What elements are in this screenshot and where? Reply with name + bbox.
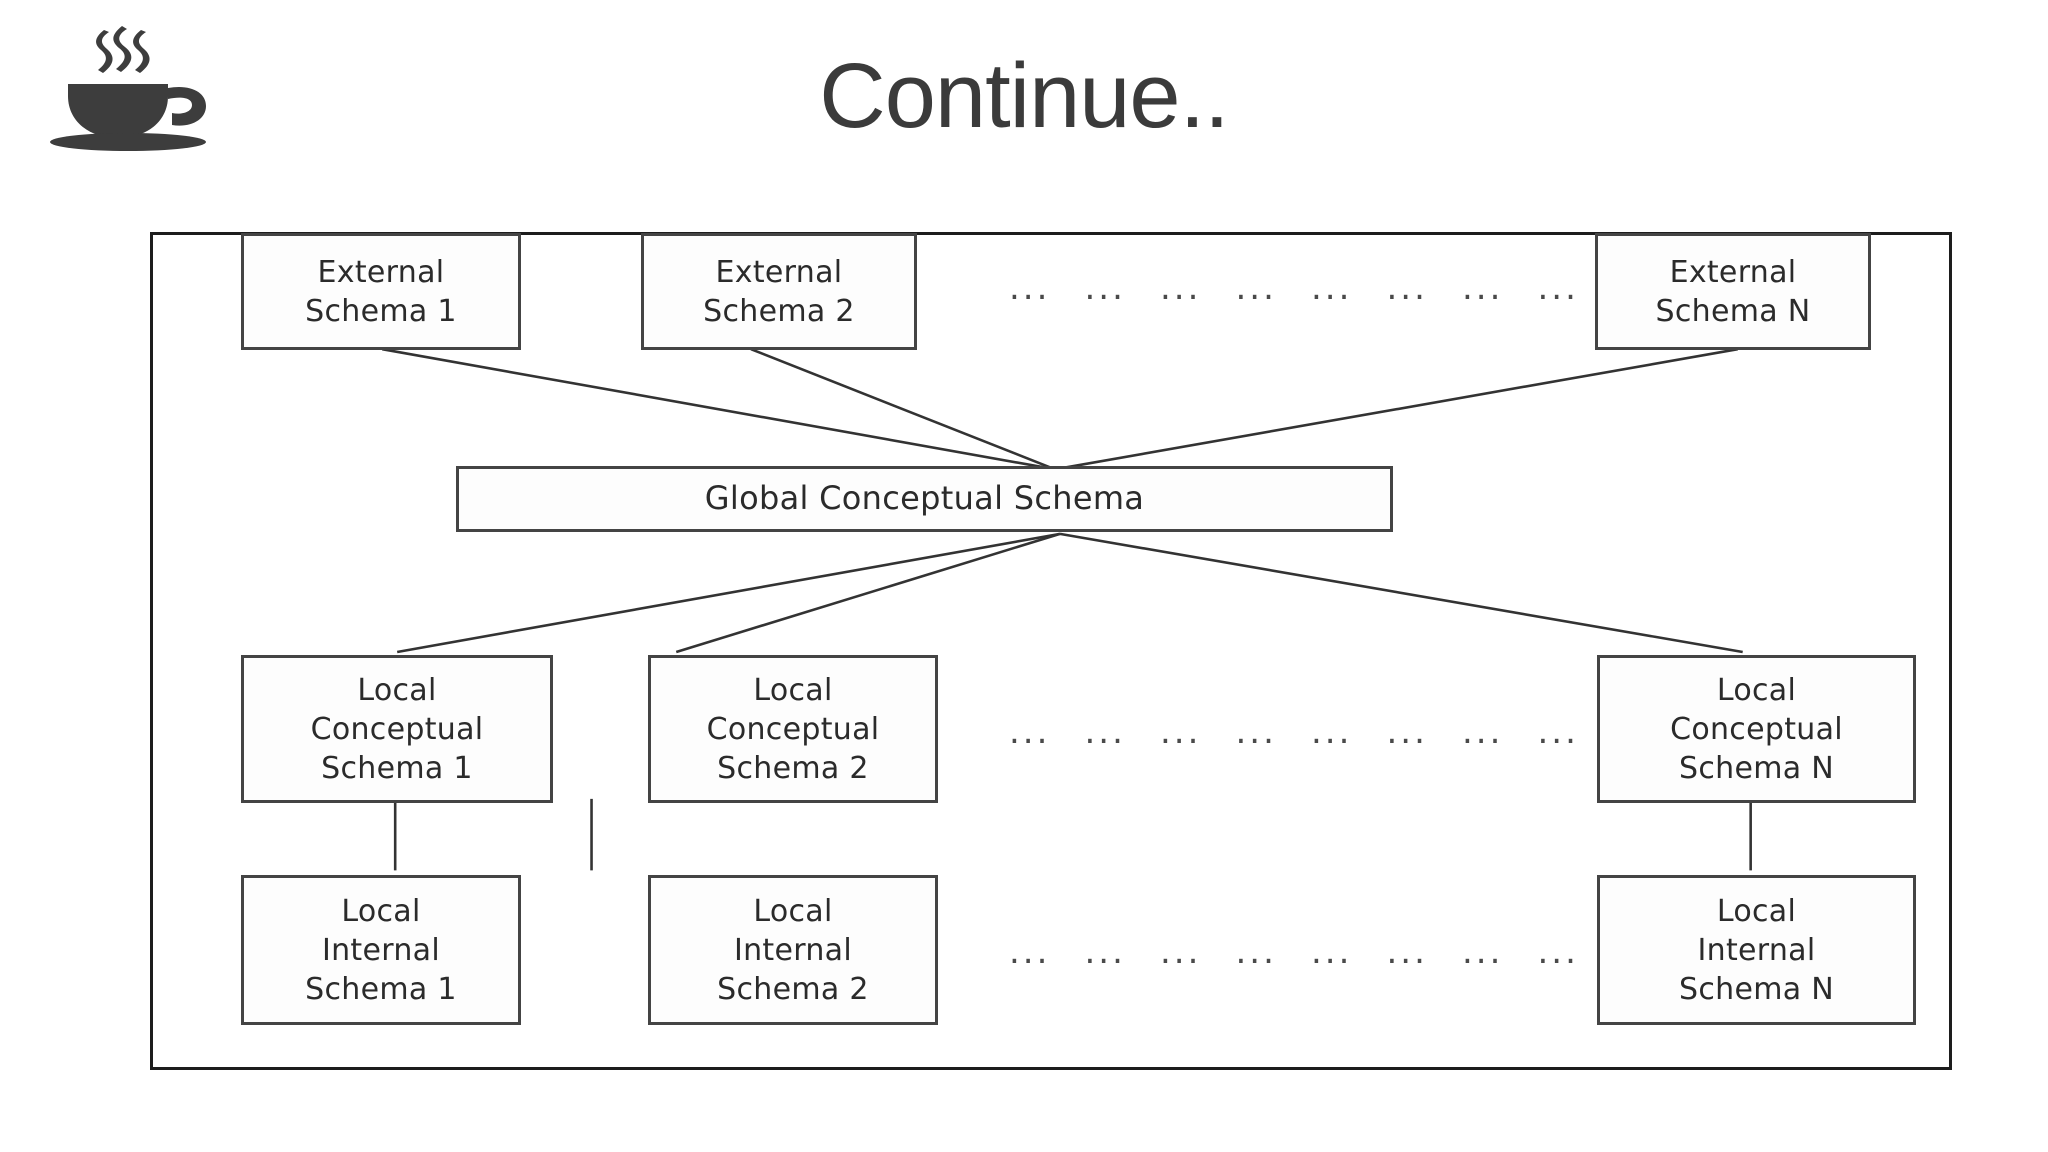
node-local-conceptual-schema-2[interactable]: Local Conceptual Schema 2 xyxy=(648,655,938,803)
node-local-internal-schema-n[interactable]: Local Internal Schema N xyxy=(1597,875,1916,1025)
ellipsis-dot-group: ... xyxy=(1462,712,1504,752)
ellipsis-dot-group: ... xyxy=(1084,268,1126,308)
edge-global-to-local2 xyxy=(675,532,1061,654)
ellipsis-dot-group: ... xyxy=(1160,268,1202,308)
ellipsis-dot-group: ... xyxy=(1084,932,1126,972)
node-local-conceptual-schema-1[interactable]: Local Conceptual Schema 1 xyxy=(241,655,553,803)
node-label: Local Internal Schema N xyxy=(1679,893,1834,1007)
edge-external2-to-global xyxy=(750,347,1056,471)
ellipsis-dot-group: ... xyxy=(1386,932,1428,972)
node-label: External Schema N xyxy=(1655,254,1811,329)
node-global-conceptual-schema[interactable]: Global Conceptual Schema xyxy=(456,466,1393,532)
ellipsis-dot-group: ... xyxy=(1084,712,1126,752)
ellipsis-dot-group: ... xyxy=(1009,932,1051,972)
node-label: External Schema 1 xyxy=(305,254,457,329)
coffee-cup-icon xyxy=(42,22,232,152)
node-local-internal-schema-2[interactable]: Local Internal Schema 2 xyxy=(648,875,938,1025)
ellipsis-dot-group: ... xyxy=(1009,712,1051,752)
ellipsis-dot-group: ... xyxy=(1537,268,1579,308)
node-external-schema-n[interactable]: External Schema N xyxy=(1595,233,1871,350)
node-label: Local Conceptual Schema 2 xyxy=(706,672,880,786)
ellipsis-dot-group: ... xyxy=(1462,932,1504,972)
ellipsis-row-local-conceptual: ... ... ... ... ... ... ... ... xyxy=(1009,715,1579,753)
node-label: Local Conceptual Schema 1 xyxy=(310,672,484,786)
page-title: Continue.. xyxy=(819,45,1229,147)
ellipsis-dot-group: ... xyxy=(1537,932,1579,972)
node-label: Global Conceptual Schema xyxy=(704,479,1145,518)
ellipsis-dot-group: ... xyxy=(1235,932,1277,972)
ellipsis-dot-group: ... xyxy=(1311,932,1353,972)
ellipsis-dot-group: ... xyxy=(1235,712,1277,752)
node-label: Local Internal Schema 1 xyxy=(305,893,457,1007)
node-external-schema-2[interactable]: External Schema 2 xyxy=(641,233,917,350)
node-local-conceptual-schema-n[interactable]: Local Conceptual Schema N xyxy=(1597,655,1916,803)
node-label: External Schema 2 xyxy=(703,254,855,329)
ellipsis-dot-group: ... xyxy=(1386,268,1428,308)
node-local-internal-schema-1[interactable]: Local Internal Schema 1 xyxy=(241,875,521,1025)
edge-global-to-local1 xyxy=(396,532,1061,654)
node-external-schema-1[interactable]: External Schema 1 xyxy=(241,233,521,350)
ellipsis-dot-group: ... xyxy=(1311,268,1353,308)
ellipsis-dot-group: ... xyxy=(1009,268,1051,308)
ellipsis-dot-group: ... xyxy=(1386,712,1428,752)
ellipsis-dot-group: ... xyxy=(1235,268,1277,308)
ellipsis-dot-group: ... xyxy=(1462,268,1504,308)
ellipsis-row-local-internal: ... ... ... ... ... ... ... ... xyxy=(1009,935,1579,973)
ellipsis-dot-group: ... xyxy=(1160,712,1202,752)
ellipsis-dot-group: ... xyxy=(1311,712,1353,752)
node-label: Local Conceptual Schema N xyxy=(1670,672,1843,786)
edge-global-to-localn xyxy=(1059,532,1743,654)
edge-external1-to-global xyxy=(382,347,1056,471)
ellipsis-dot-group: ... xyxy=(1160,932,1202,972)
ellipsis-row-external: ... ... ... ... ... ... ... ... xyxy=(1009,271,1579,309)
ellipsis-dot-group: ... xyxy=(1537,712,1579,752)
node-label: Local Internal Schema 2 xyxy=(717,893,869,1007)
schema-architecture-diagram: External Schema 1 External Schema 2 Exte… xyxy=(150,232,1952,1070)
edge-externaln-to-global xyxy=(1054,347,1738,471)
